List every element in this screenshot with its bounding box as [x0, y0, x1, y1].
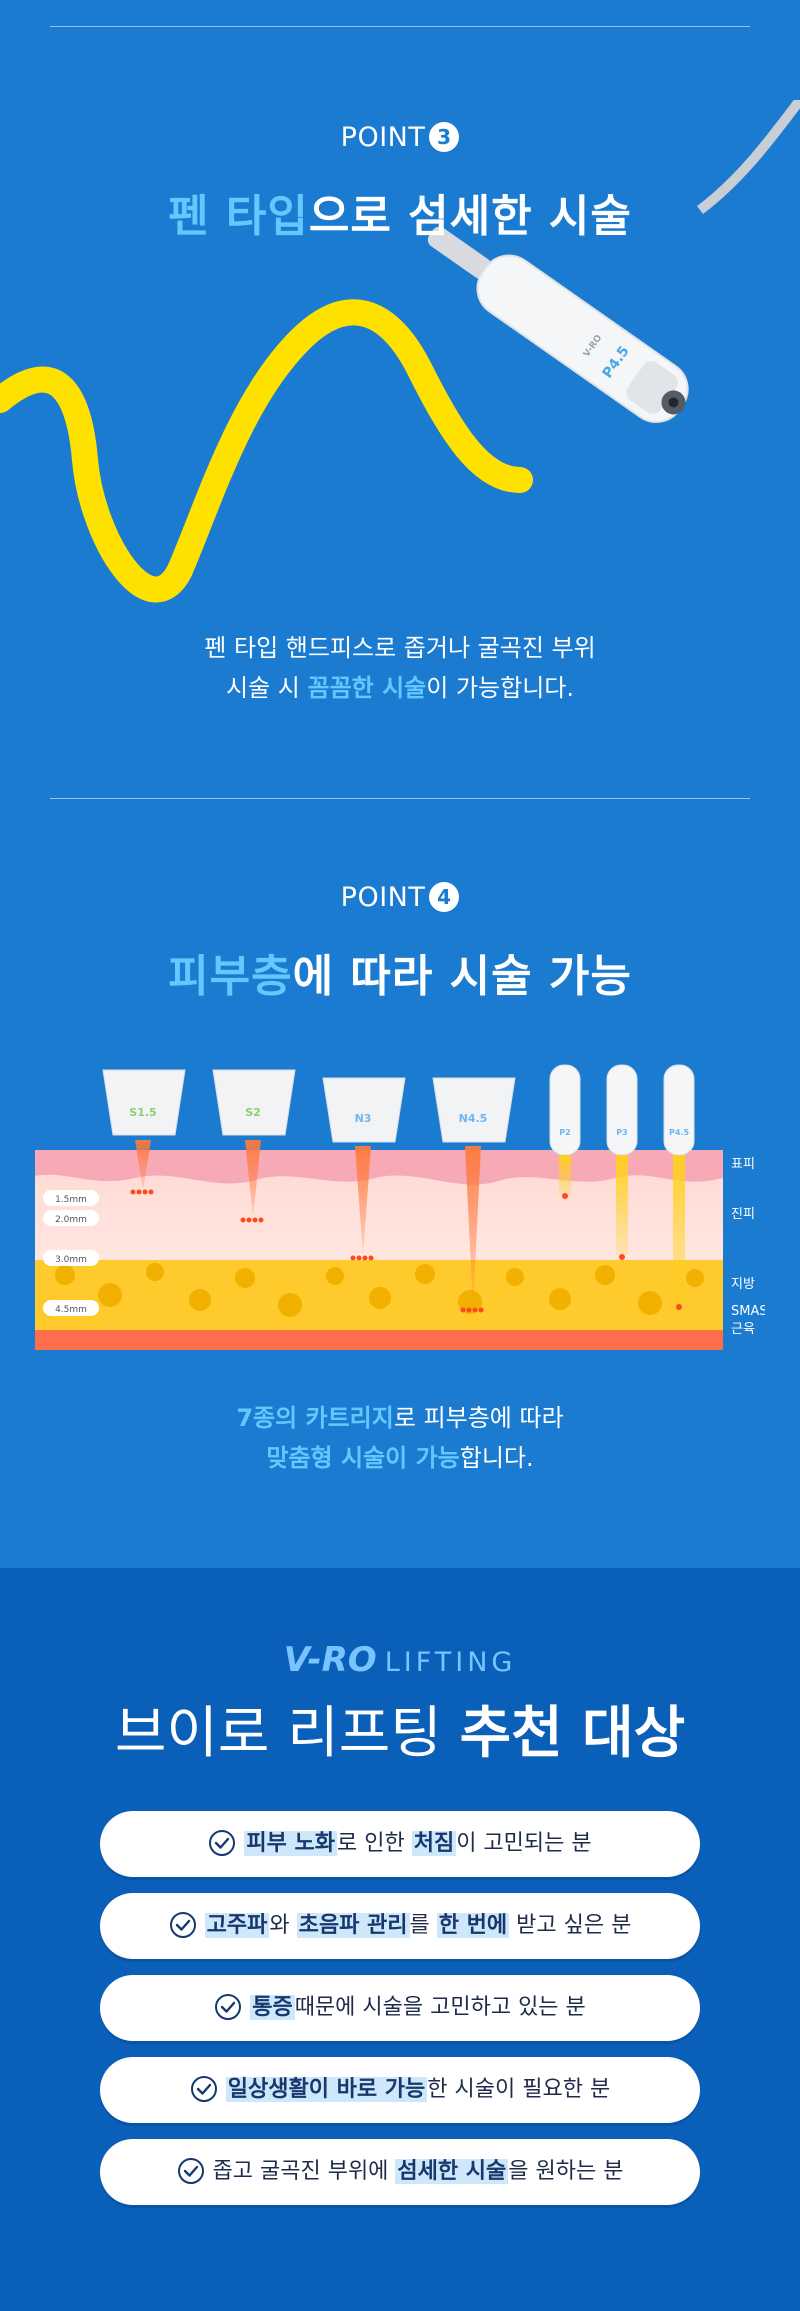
point4-desc-line2-highlight: 맞춤형 시술이 가능 — [266, 1444, 460, 1472]
cartridge-s2-label: S2 — [245, 1106, 261, 1119]
point4-desc-line1-highlight: 7종의 카트리지 — [236, 1404, 394, 1432]
target-item-emphasis: 통증 — [250, 1995, 295, 2020]
cartridge-p2-label: P2 — [559, 1128, 570, 1137]
yellow-ribbon — [0, 299, 533, 603]
point3-label-text: POINT — [340, 122, 426, 153]
point3-desc-line1: 펜 타입 핸드피스로 좁거나 굴곡진 부위 — [204, 634, 596, 662]
cartridge-p3-label: P3 — [616, 1128, 627, 1137]
cartridge-n3-label: N3 — [355, 1112, 372, 1125]
layer-label-smas: SMAS — [731, 1304, 765, 1319]
check-circle-icon — [215, 1994, 242, 2020]
cartridge-n3: N3 — [322, 1077, 406, 1261]
point3-desc-line2-b: 이 가능합니다. — [426, 674, 574, 702]
layer-labels: 표피 진피 지방 SMAS 근육 — [731, 1157, 765, 1337]
cartridge-s1-5-label: S1.5 — [129, 1106, 156, 1119]
target-title-regular: 브이로 리프팅 — [114, 1701, 460, 1766]
target-item-text: 좁고 굴곡진 부위에 — [212, 2159, 396, 2184]
target-item-text: 때문에 시술을 고민하고 있는 분 — [294, 1995, 586, 2020]
target-list-item: 좁고 굴곡진 부위에 섬세한 시술을 원하는 분 — [100, 2139, 700, 2205]
check-circle-icon — [169, 1912, 196, 1938]
target-item-emphasis: 처짐 — [411, 1831, 457, 1856]
target-list-item: 피부 노화로 인한 처짐이 고민되는 분 — [100, 1811, 700, 1877]
cartridge-s2: S2 — [212, 1069, 296, 1223]
depth-2-0: 2.0mm — [55, 1215, 87, 1225]
point4-heading: 피부층에 따라 시술 가능 — [0, 940, 800, 1004]
target-item-text: 한 시술이 필요한 분 — [427, 2077, 611, 2102]
target-item-emphasis: 초음파 관리 — [296, 1913, 410, 1938]
cartridge-p2: P2 — [549, 1064, 581, 1199]
target-list-item: 일상생활이 바로 가능한 시술이 필요한 분 — [100, 2057, 700, 2123]
target-item-emphasis: 섬세한 시술 — [395, 2159, 509, 2184]
layer-label-epidermis: 표피 — [731, 1157, 755, 1172]
point4-label-text: POINT — [340, 882, 426, 913]
top-divider — [50, 26, 750, 27]
skin-layer-diagram: 1.5mm 2.0mm 3.0mm 4.5mm S1.5 S2 N3 N4.5 … — [35, 1064, 765, 1350]
point3-desc-line2: 시술 시 꼼꼼한 시술이 가능합니다. — [0, 668, 800, 708]
target-item-text: 로 인한 — [336, 1831, 412, 1856]
depth-4-5: 4.5mm — [55, 1305, 87, 1315]
brand-vro: V-RO — [283, 1640, 377, 1680]
pen-cable — [696, 100, 800, 214]
target-item-emphasis: 고주파 — [204, 1913, 270, 1938]
target-list-item: 통증때문에 시술을 고민하고 있는 분 — [100, 1975, 700, 2041]
cartridge-p4-5-label: P4.5 — [669, 1128, 689, 1137]
layer-label-muscle: 근육 — [731, 1322, 755, 1337]
point4-description: 7종의 카트리지로 피부층에 따라 맞춤형 시술이 가능합니다. — [0, 1398, 800, 1478]
layer-label-fat: 지방 — [731, 1277, 755, 1292]
target-item-text: 를 — [409, 1913, 437, 1938]
point3-number-badge: 3 — [429, 122, 460, 152]
point4-desc-line2: 맞춤형 시술이 가능합니다. — [0, 1438, 800, 1478]
check-circle-icon — [177, 2158, 204, 2184]
middle-divider — [50, 798, 750, 799]
brand-lifting: LIFTING — [384, 1647, 517, 1678]
depth-1-5: 1.5mm — [55, 1195, 87, 1205]
check-circle-icon — [190, 2076, 217, 2102]
target-item-text: 받고 싶은 분 — [509, 1913, 632, 1938]
point4-desc-line1-rest: 로 피부층에 따라 — [393, 1404, 564, 1432]
target-item-emphasis: 피부 노화 — [244, 1831, 337, 1856]
point4-desc-line2-rest: 합니다. — [459, 1444, 534, 1472]
target-item-text: 와 — [269, 1913, 297, 1938]
cartridge-p4-5: P4.5 — [663, 1064, 695, 1310]
cartridge-n4-5: N4.5 — [432, 1077, 516, 1313]
pen-strain-relief — [427, 226, 492, 279]
point3-heading: 펜 타입으로 섬세한 시술 — [0, 180, 800, 244]
depth-3-0: 3.0mm — [55, 1255, 87, 1265]
check-circle-icon — [209, 1830, 236, 1856]
pen-lens-inner — [668, 397, 679, 408]
cartridge-s1-5: S1.5 — [102, 1069, 186, 1195]
point4-number-badge: 4 — [429, 882, 460, 912]
point4-desc-line1: 7종의 카트리지로 피부층에 따라 — [0, 1398, 800, 1438]
point3-heading-highlight: 펜 타입 — [168, 191, 309, 242]
layer-label-dermis: 진피 — [731, 1207, 755, 1222]
target-title-bold: 추천 대상 — [459, 1701, 686, 1766]
point4-heading-rest: 에 따라 시술 가능 — [292, 951, 632, 1002]
epidermis-layer — [35, 1150, 723, 1185]
target-item-text: 이 고민되는 분 — [456, 1831, 592, 1856]
point3-heading-rest: 으로 섬세한 시술 — [308, 191, 632, 242]
muscle-layer — [35, 1330, 723, 1350]
point3-desc-line2-highlight: 꼼꼼한 시술 — [307, 674, 427, 702]
target-list-item: 고주파와 초음파 관리를 한 번에 받고 싶은 분 — [100, 1893, 700, 1959]
pen-handpiece-illustration: V-RO P4.5 — [0, 100, 800, 603]
cartridge-n4-5-label: N4.5 — [459, 1112, 488, 1125]
cartridge-p3: P3 — [606, 1064, 638, 1260]
target-title: 브이로 리프팅 추천 대상 — [0, 1688, 800, 1769]
point4-heading-highlight: 피부층 — [168, 951, 293, 1002]
depth-markers: 1.5mm 2.0mm 3.0mm 4.5mm — [43, 1190, 99, 1316]
target-item-text: 을 원하는 분 — [508, 2159, 624, 2184]
point3-description: 펜 타입 핸드피스로 좁거나 굴곡진 부위 시술 시 꼼꼼한 시술이 가능합니다… — [0, 628, 800, 708]
target-item-emphasis: 한 번에 — [436, 1913, 510, 1938]
target-item-emphasis: 일상생활이 바로 가능 — [225, 2077, 428, 2102]
point3-desc-line2-a: 시술 시 — [225, 674, 308, 702]
